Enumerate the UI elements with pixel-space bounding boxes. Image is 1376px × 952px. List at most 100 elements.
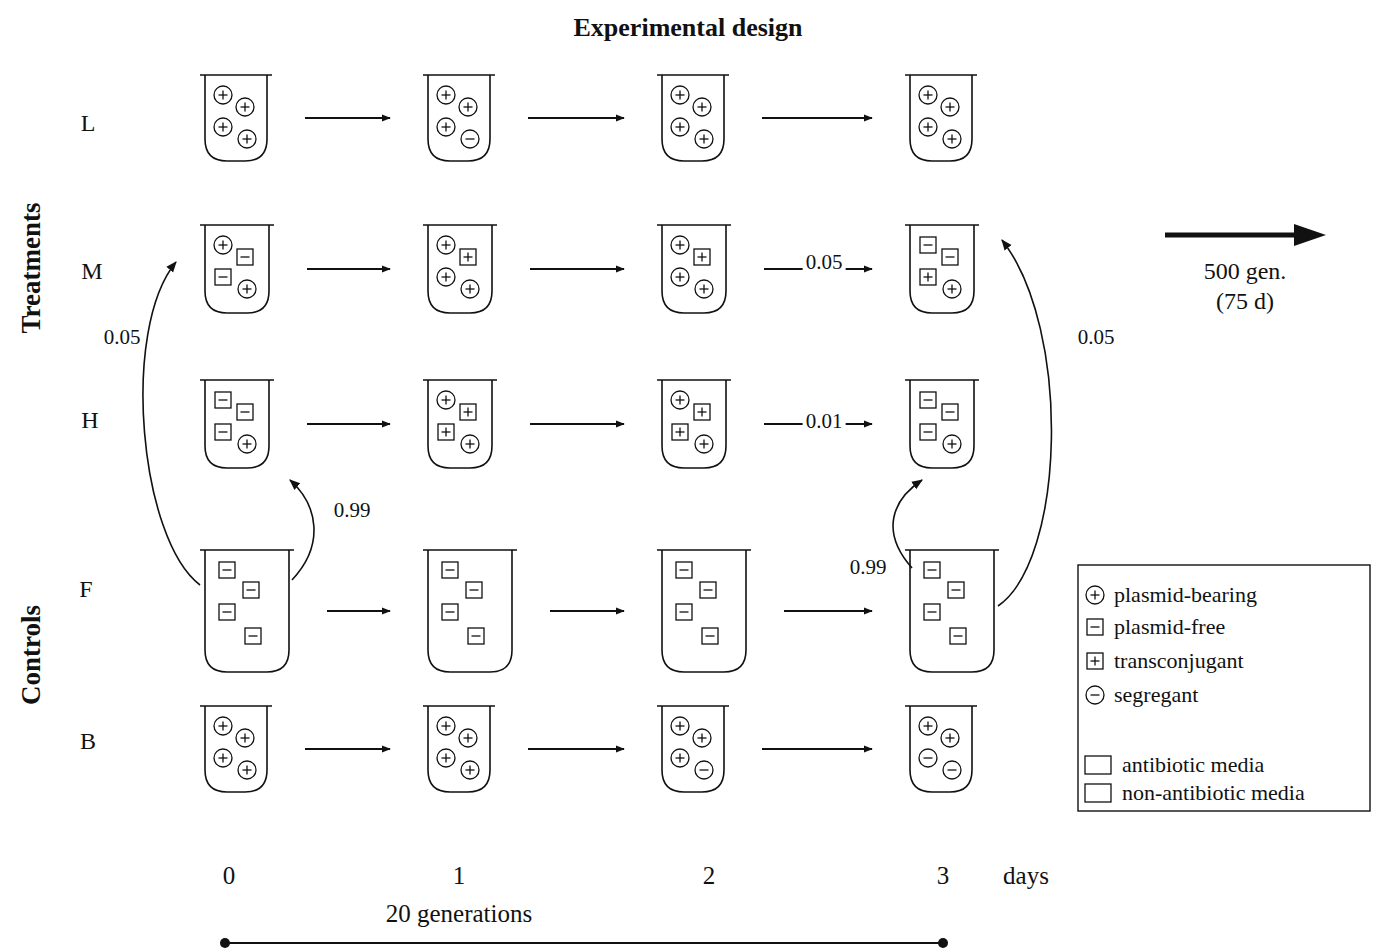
sign-stroke [946,411,955,412]
diagram-title: Experimental design [574,13,803,43]
sign-stroke [244,103,245,112]
cell-square [942,249,958,265]
sign-stroke [246,285,247,294]
cell-circle [671,236,689,254]
tube-outline [423,225,497,313]
cell-square [460,404,476,420]
sign-stroke [924,399,933,400]
sign-stroke [223,611,232,612]
fraction-label: 0.05 [1075,325,1118,349]
legend-box [1078,565,1370,811]
sign-stroke [924,244,933,245]
cell-circle [437,749,455,767]
cell-circle [671,118,689,136]
day-number: 1 [453,862,466,891]
cell-square [438,424,454,440]
fraction-label: 0.99 [847,555,890,579]
sign-stroke [222,722,223,731]
sign-stroke [946,256,955,257]
cell-circle [461,280,479,298]
sign-stroke [927,123,928,132]
sign-stroke [1091,626,1100,627]
sign-stroke [951,285,952,294]
cell-circle [943,280,961,298]
sign-stroke [241,411,250,412]
cell-circle [214,717,232,735]
cell-square [700,582,716,598]
cell-square [1087,619,1103,635]
cell-square [672,424,688,440]
cell-square [950,628,966,644]
transfer-arrow [305,748,390,750]
legend-label: segregant [1114,682,1198,708]
legend-label: non-antibiotic media [1122,780,1305,806]
mixing-arrow [998,240,1051,606]
cell-square [215,424,231,440]
sign-stroke [467,253,468,262]
legend-sample [1084,581,1110,609]
cell-square [676,562,692,578]
legend-entry: transconjugant [1084,647,1244,675]
cell-square [920,392,936,408]
sign-stroke [679,722,680,731]
sign-stroke [927,273,928,282]
cell-circle [437,391,455,409]
cell-square [694,249,710,265]
cell-circle [695,761,713,779]
sign-stroke [703,285,704,294]
sign-stroke [446,569,455,570]
tube-outline [905,706,977,792]
culture-tube [905,75,977,161]
media-sample [1085,784,1111,802]
cell-circle [695,280,713,298]
tube-outline [423,75,495,161]
transfer-arrow [530,423,624,425]
long-run-arrowhead [1294,224,1326,246]
culture-tube [657,75,729,161]
cell-circle [238,280,256,298]
transfer-arrow [305,117,390,119]
cell-circle [437,717,455,735]
legend-entry: plasmid-free [1084,613,1225,641]
sign-stroke [446,611,455,612]
cell-square [924,604,940,620]
sign-stroke [246,766,247,775]
transfer-arrow [530,268,624,270]
tube-outline [200,380,274,468]
culture-tube [200,75,272,161]
sign-stroke [954,635,963,636]
cell-square [920,424,936,440]
culture-tube [905,380,979,468]
transfer-arrow [762,117,872,119]
sign-stroke [222,241,223,250]
mixing-arrow [143,262,200,585]
sign-stroke [1094,657,1095,666]
culture-tube [657,225,731,313]
cell-circle [214,86,232,104]
cell-circle [671,749,689,767]
legend-label: plasmid-free [1114,614,1225,640]
transfer-arrow [784,610,872,612]
cell-circle [1086,586,1104,604]
sign-stroke [470,589,479,590]
sign-stroke [928,611,937,612]
long-run-label: 500 gen. (75 d) [1185,256,1305,316]
sign-stroke [472,635,481,636]
fraction-label: 0.01 [803,409,846,433]
tube-outline [200,550,294,672]
tube-outline [423,550,517,672]
sign-stroke [927,722,928,731]
transfer-arrow [762,748,872,750]
culture-tube [200,380,274,468]
group-label: Treatments [16,203,47,334]
timeline-end [220,938,230,948]
mixing-arrow [893,480,922,568]
culture-tube [905,706,977,792]
culture-tube [905,225,979,313]
cell-circle [1086,686,1104,704]
sign-stroke [951,440,952,449]
sign-stroke [222,123,223,132]
culture-tube [905,550,999,672]
cell-square [245,628,261,644]
sign-stroke [679,754,680,763]
